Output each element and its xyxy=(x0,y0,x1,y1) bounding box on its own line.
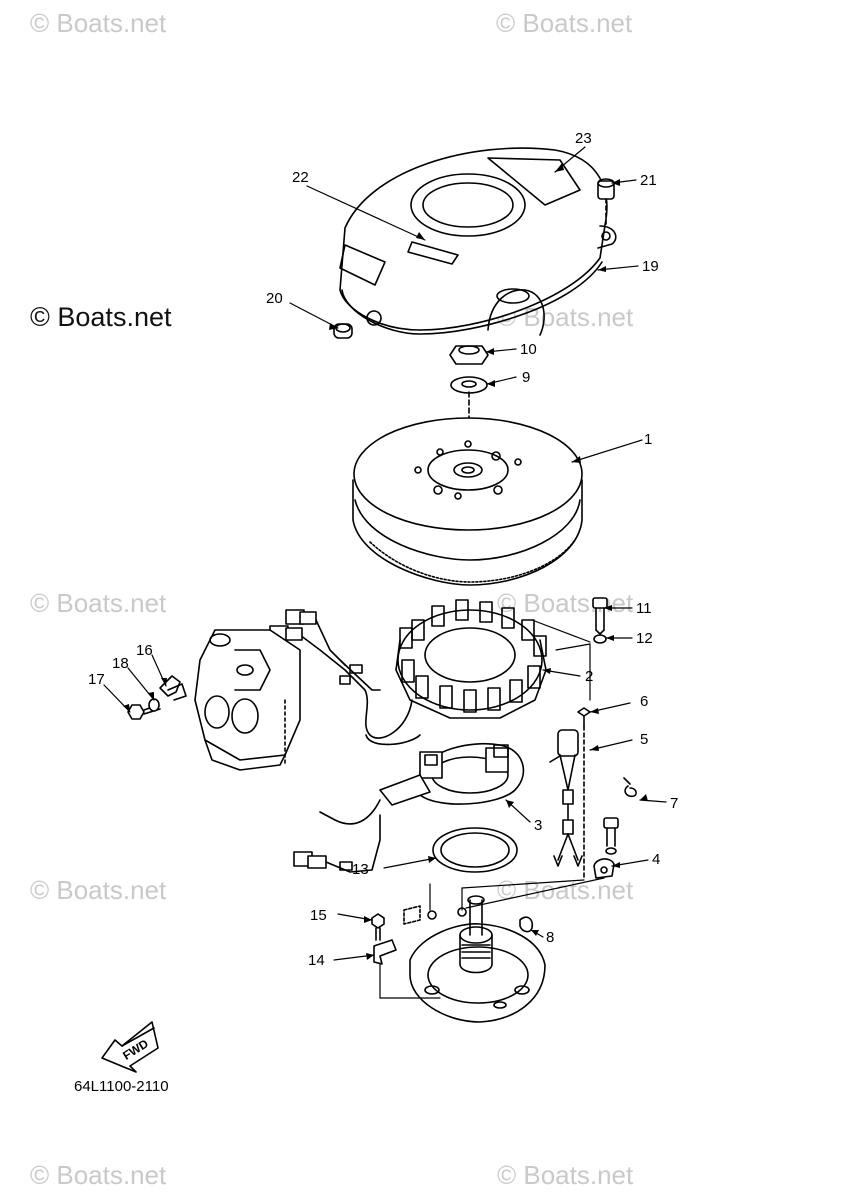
callout-14: 14 xyxy=(308,952,325,969)
callout-8: 8 xyxy=(546,929,554,946)
grommet-21 xyxy=(597,178,615,227)
clamp-4 xyxy=(593,858,615,879)
callout-11: 11 xyxy=(636,600,652,617)
callout-2: 2 xyxy=(585,668,593,685)
callout-18: 18 xyxy=(112,655,129,672)
watermark-low-left: © Boats.net xyxy=(30,875,167,905)
callout-1: 1 xyxy=(644,431,652,448)
watermark-mid-right-2: © Boats.net xyxy=(497,588,634,618)
flywheel-1 xyxy=(352,417,583,586)
watermark-main: © Boats.net xyxy=(30,302,172,332)
callout-21: 21 xyxy=(640,172,657,189)
callout-15: 15 xyxy=(310,907,327,924)
nut-10 xyxy=(449,345,489,365)
lead-wire-5 xyxy=(549,729,583,867)
bracket-dashed xyxy=(403,905,467,925)
callout-16: 16 xyxy=(136,642,153,659)
fwd-arrow xyxy=(101,1021,159,1073)
callout-7: 7 xyxy=(670,795,678,812)
watermark-low-right: © Boats.net xyxy=(497,875,634,905)
base-plate xyxy=(409,895,546,1023)
watermark-top-left: © Boats.net xyxy=(30,8,167,38)
washer-18 xyxy=(148,698,160,712)
watermark-bottom-right: © Boats.net xyxy=(497,1160,634,1190)
bolt-4 xyxy=(603,817,619,855)
screw-6 xyxy=(577,707,591,727)
clip-16 xyxy=(159,675,187,701)
assembly-lines xyxy=(379,619,605,999)
callout-10: 10 xyxy=(520,341,537,358)
washer-9 xyxy=(450,376,488,394)
clip-7 xyxy=(623,777,637,798)
callout-9: 9 xyxy=(522,369,530,386)
callout-labels: 1 2 3 4 5 6 7 8 9 10 11 12 13 14 15 16 1… xyxy=(88,130,678,969)
flywheel-cover xyxy=(339,147,617,336)
callout-22: 22 xyxy=(292,169,309,186)
callout-4: 4 xyxy=(652,851,660,868)
callout-5: 5 xyxy=(640,731,648,748)
callout-12: 12 xyxy=(636,630,653,647)
watermark-bottom-left: © Boats.net xyxy=(30,1160,167,1190)
pulser-coil-3 xyxy=(379,742,525,806)
ring-13 xyxy=(432,827,518,873)
screw-15 xyxy=(371,913,385,941)
bracket-14 xyxy=(373,939,397,965)
key-8 xyxy=(519,916,534,933)
callout-19: 19 xyxy=(642,258,659,275)
callout-23: 23 xyxy=(575,130,592,147)
callout-6: 6 xyxy=(640,693,648,710)
stator-harness xyxy=(269,609,421,746)
bolt-11 xyxy=(592,597,608,635)
watermark-top-right: © Boats.net xyxy=(496,8,633,38)
arrow-heads xyxy=(123,163,648,960)
callout-3: 3 xyxy=(534,817,542,834)
stator-2 xyxy=(395,599,547,719)
grommet-20 xyxy=(333,323,353,339)
diagram-code: 64L1100-2110 xyxy=(74,1078,169,1095)
washer-12 xyxy=(593,634,607,644)
callout-20: 20 xyxy=(266,290,283,307)
pulser-harness xyxy=(293,799,381,873)
callout-17: 17 xyxy=(88,671,105,688)
callout-13: 13 xyxy=(352,861,369,878)
mount-bracket xyxy=(194,629,301,771)
watermark-mid-left: © Boats.net xyxy=(30,588,167,618)
